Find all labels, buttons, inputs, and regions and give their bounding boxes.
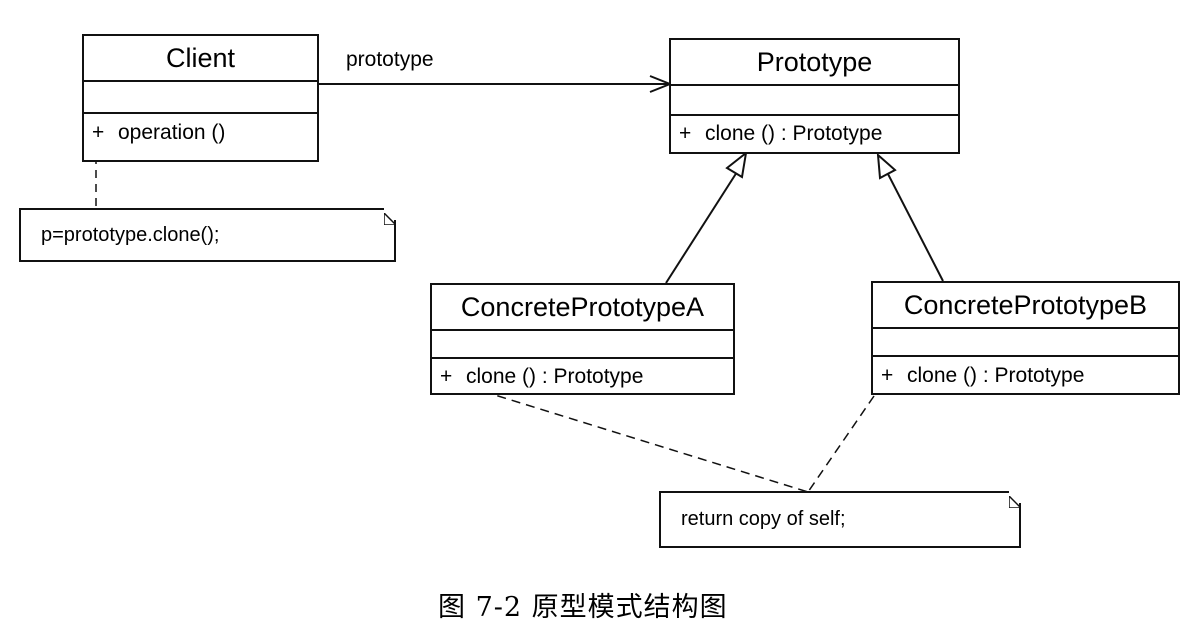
clone-note-text: return copy of self; (681, 508, 846, 530)
prototype-class: Prototype + clone () : Prototype (669, 38, 960, 154)
client-op-visibility: + (92, 121, 105, 144)
concrete-b-op-text: clone () : Prototype (907, 364, 1085, 387)
concrete-prototype-b-class: ConcretePrototypeB + clone () : Prototype (871, 281, 1180, 395)
association-label: prototype (346, 48, 434, 71)
clone-note: return copy of self; (659, 491, 1022, 548)
figure-caption: 图 7-2 原型模式结构图 (438, 592, 728, 623)
client-class-name: Client (84, 36, 317, 82)
concrete-a-op-text: clone () : Prototype (466, 365, 644, 388)
concrete-prototype-b-attributes (873, 329, 1178, 357)
generalization-b-arrowhead (876, 152, 897, 180)
client-op-text: operation () (118, 121, 226, 144)
client-class: Client + operation () (82, 34, 319, 162)
prototype-attributes (671, 86, 958, 116)
concrete-a-op-visibility: + (440, 365, 453, 388)
concrete-prototype-a-class: ConcretePrototypeA + clone () : Prototype (430, 283, 735, 395)
generalization-a-line (665, 171, 738, 284)
concrete-prototype-b-operation: + clone () : Prototype (873, 357, 1178, 395)
concrete-prototype-a-attributes (432, 331, 733, 359)
prototype-class-name: Prototype (671, 40, 958, 86)
concrete-b-op-visibility: + (881, 364, 894, 387)
generalization-a-arrowhead (725, 150, 748, 179)
client-operation: + operation () (84, 114, 317, 152)
prototype-operation: + clone () : Prototype (671, 116, 958, 152)
client-note-text: p=prototype.clone(); (41, 223, 220, 246)
client-attributes (84, 82, 317, 114)
concrete-prototype-a-operation: + clone () : Prototype (432, 359, 733, 395)
concrete-prototype-a-name: ConcretePrototypeA (432, 285, 733, 331)
concrete-a-note-anchor (439, 377, 809, 493)
prototype-op-text: clone () : Prototype (705, 122, 883, 145)
concrete-b-note-anchor (807, 395, 875, 493)
client-note: p=prototype.clone(); (19, 208, 397, 262)
generalization-b-line (887, 173, 944, 282)
note-fold-corner (383, 208, 397, 226)
prototype-op-visibility: + (679, 122, 692, 145)
note-fold-corner (1008, 491, 1022, 509)
concrete-prototype-b-name: ConcretePrototypeB (873, 283, 1178, 329)
